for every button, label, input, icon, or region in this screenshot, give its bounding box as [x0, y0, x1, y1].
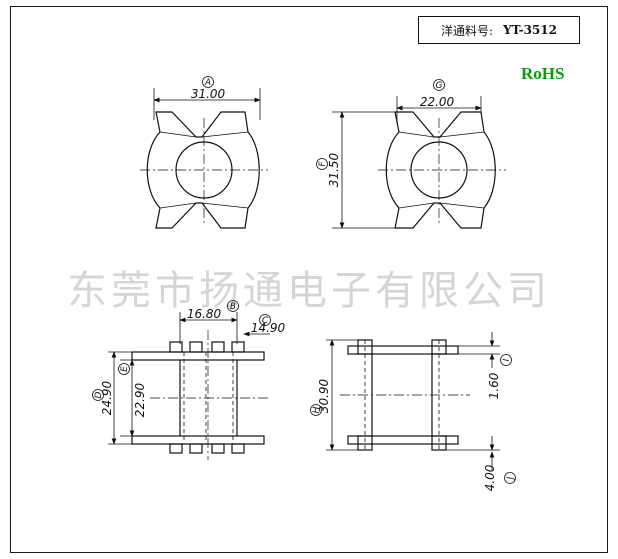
dim-value-c: 14.90 — [251, 321, 286, 335]
pin-bottom — [357, 435, 373, 451]
dim-value-i: 1.60 — [487, 372, 501, 399]
callout-letter-j: J — [506, 476, 516, 481]
bobbin-flange-outline-left — [146, 111, 260, 229]
callout-circle-j — [504, 472, 516, 484]
pin-top — [169, 341, 183, 353]
dim-value-a: 31.00 — [191, 87, 226, 101]
part-number-value: YT-3512 — [503, 23, 557, 37]
pin-bottom — [431, 435, 447, 451]
side-view-left: B 16.80 C 14.90 D E 24.90 22.90 — [92, 300, 286, 460]
dim-value-g: 22.00 — [420, 95, 455, 109]
company-watermark: 东莞市扬通电子有限公司 — [67, 268, 551, 314]
callout-letter-a: A — [204, 78, 211, 88]
callout-circle-d — [92, 389, 104, 401]
callout-letter-g: G — [436, 81, 443, 91]
part-number-box: 洋通料号: YT-3512 — [418, 16, 580, 44]
pin-bottom — [231, 443, 245, 454]
callout-circle-a — [202, 76, 214, 88]
pin-top — [211, 341, 225, 353]
top-flange-left — [131, 351, 265, 361]
pin-bottom — [211, 443, 225, 454]
pin-top — [189, 341, 203, 353]
drawing-frame — [10, 6, 608, 553]
callout-letter-c: C — [262, 316, 269, 326]
dim-value-d: 24.90 — [100, 380, 114, 415]
top-view-left: A 31.00 — [140, 76, 268, 229]
top-view-right: G 22.00 F 31.50 — [316, 79, 506, 229]
callout-letter-e: E — [120, 366, 130, 372]
side-view-right: H 30.90 I 1.60 4.00 J — [310, 332, 516, 491]
dim-value-j: 4.00 — [483, 464, 497, 491]
callout-circle-e — [118, 363, 130, 375]
pin-bottom — [189, 443, 203, 454]
callout-circle-f — [316, 158, 328, 170]
bottom-flange-left — [131, 435, 265, 445]
callout-letter-b: B — [230, 302, 236, 312]
pin-bottom — [169, 443, 183, 454]
flange-edges-left — [159, 131, 249, 209]
callout-circle-b — [227, 300, 239, 312]
callout-letter-h: H — [312, 406, 322, 413]
dim-value-h: 30.90 — [317, 378, 331, 413]
callout-circle-i — [500, 354, 512, 366]
dim-value-e: 22.90 — [133, 382, 147, 417]
callout-letter-i: I — [502, 358, 512, 361]
flange-edges-right — [398, 131, 485, 209]
callout-letter-f: F — [318, 161, 328, 167]
dim-value-b: 16.80 — [187, 307, 222, 321]
callout-letter-d: D — [94, 391, 104, 398]
bottom-flange-right — [347, 435, 459, 445]
callout-circle-g — [433, 79, 445, 91]
top-flange-right — [347, 345, 459, 355]
rohs-mark: RoHS — [521, 64, 565, 83]
part-number-label: 洋通料号: — [441, 23, 494, 38]
callout-circle-c — [259, 314, 271, 326]
callout-circle-h — [310, 404, 322, 416]
pin-top — [231, 341, 245, 353]
dim-value-f: 31.50 — [327, 152, 341, 187]
bobbin-flange-outline-right — [385, 111, 496, 229]
